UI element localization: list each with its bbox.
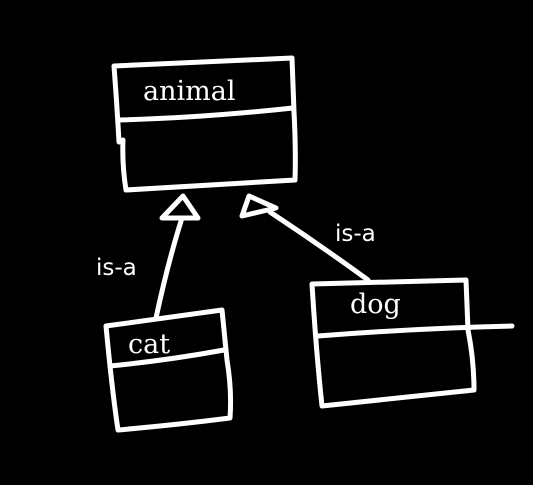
- class-dog-divider: [315, 323, 515, 339]
- relation-dog-arrowhead: [239, 193, 279, 219]
- relation-cat-label: is-a: [96, 255, 137, 281]
- class-cat-border: [103, 307, 234, 433]
- relation-dog-line: [267, 209, 371, 283]
- class-cat-name: cat: [128, 329, 171, 360]
- class-cat: [103, 307, 234, 433]
- class-animal-divider: [115, 105, 296, 123]
- class-cat-divider: [107, 347, 227, 369]
- relation-cat-to-animal: [153, 193, 201, 321]
- relation-cat-line: [153, 215, 185, 321]
- class-animal-border: [111, 55, 298, 193]
- relation-dog-label: is-a: [335, 221, 376, 247]
- class-dog-name: dog: [350, 289, 401, 320]
- relation-dog-to-animal: [239, 193, 371, 283]
- class-dog: [309, 277, 515, 409]
- class-animal-name: animal: [143, 76, 236, 107]
- class-animal: [111, 55, 298, 193]
- relation-cat-arrowhead: [159, 193, 201, 221]
- class-dog-border: [309, 277, 477, 409]
